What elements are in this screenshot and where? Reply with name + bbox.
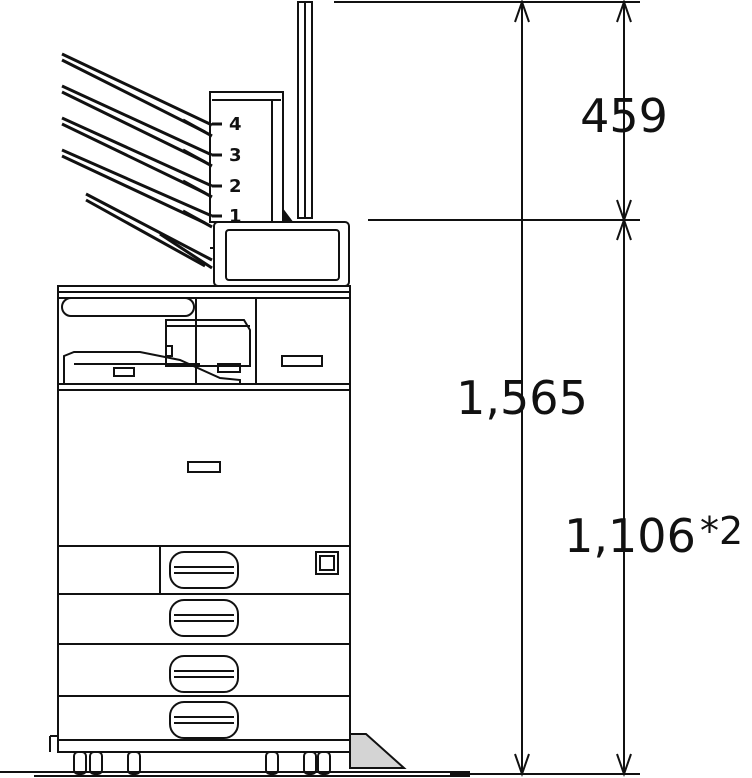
output-trays xyxy=(61,52,213,270)
output-tray-1 xyxy=(61,148,213,229)
dimension-lines xyxy=(334,1,640,775)
tray-level-indicator xyxy=(315,551,339,575)
finisher-column xyxy=(209,91,294,223)
dimension-459-label: 459 xyxy=(580,89,668,143)
tray-number-1: 1 xyxy=(229,206,242,227)
front-door-handle xyxy=(187,461,221,473)
tray-number-2: 2 xyxy=(229,176,242,197)
output-tray-2 xyxy=(61,116,213,199)
tray-number-3: 3 xyxy=(229,145,242,166)
paper-tray-handle-3 xyxy=(169,655,239,693)
dimension-1106-label: 1,106 xyxy=(564,509,696,563)
upper-interior xyxy=(61,297,323,385)
vertical-pole xyxy=(297,1,313,219)
tray-number-ticks xyxy=(212,122,222,218)
paper-tray-handle-1 xyxy=(169,551,239,589)
output-tray-lower xyxy=(85,192,213,270)
paper-tray-handle-2 xyxy=(169,599,239,637)
tray-number-4: 4 xyxy=(229,114,242,135)
paper-tray-handles xyxy=(169,551,239,739)
printer-drawing xyxy=(0,1,470,777)
output-tray-3 xyxy=(61,84,213,168)
control-panel-unit xyxy=(210,221,350,287)
output-tray-4 xyxy=(61,52,213,138)
paper-trays xyxy=(58,545,350,697)
caster-base xyxy=(0,735,470,777)
dimension-arrowheads xyxy=(514,0,632,778)
paper-tray-handle-4 xyxy=(169,701,239,739)
dimension-1565-label: 1,565 xyxy=(456,371,588,425)
caster-wheels xyxy=(73,751,331,775)
dimension-note-label: *2 xyxy=(700,509,743,553)
stabilizer-foot xyxy=(349,733,407,769)
